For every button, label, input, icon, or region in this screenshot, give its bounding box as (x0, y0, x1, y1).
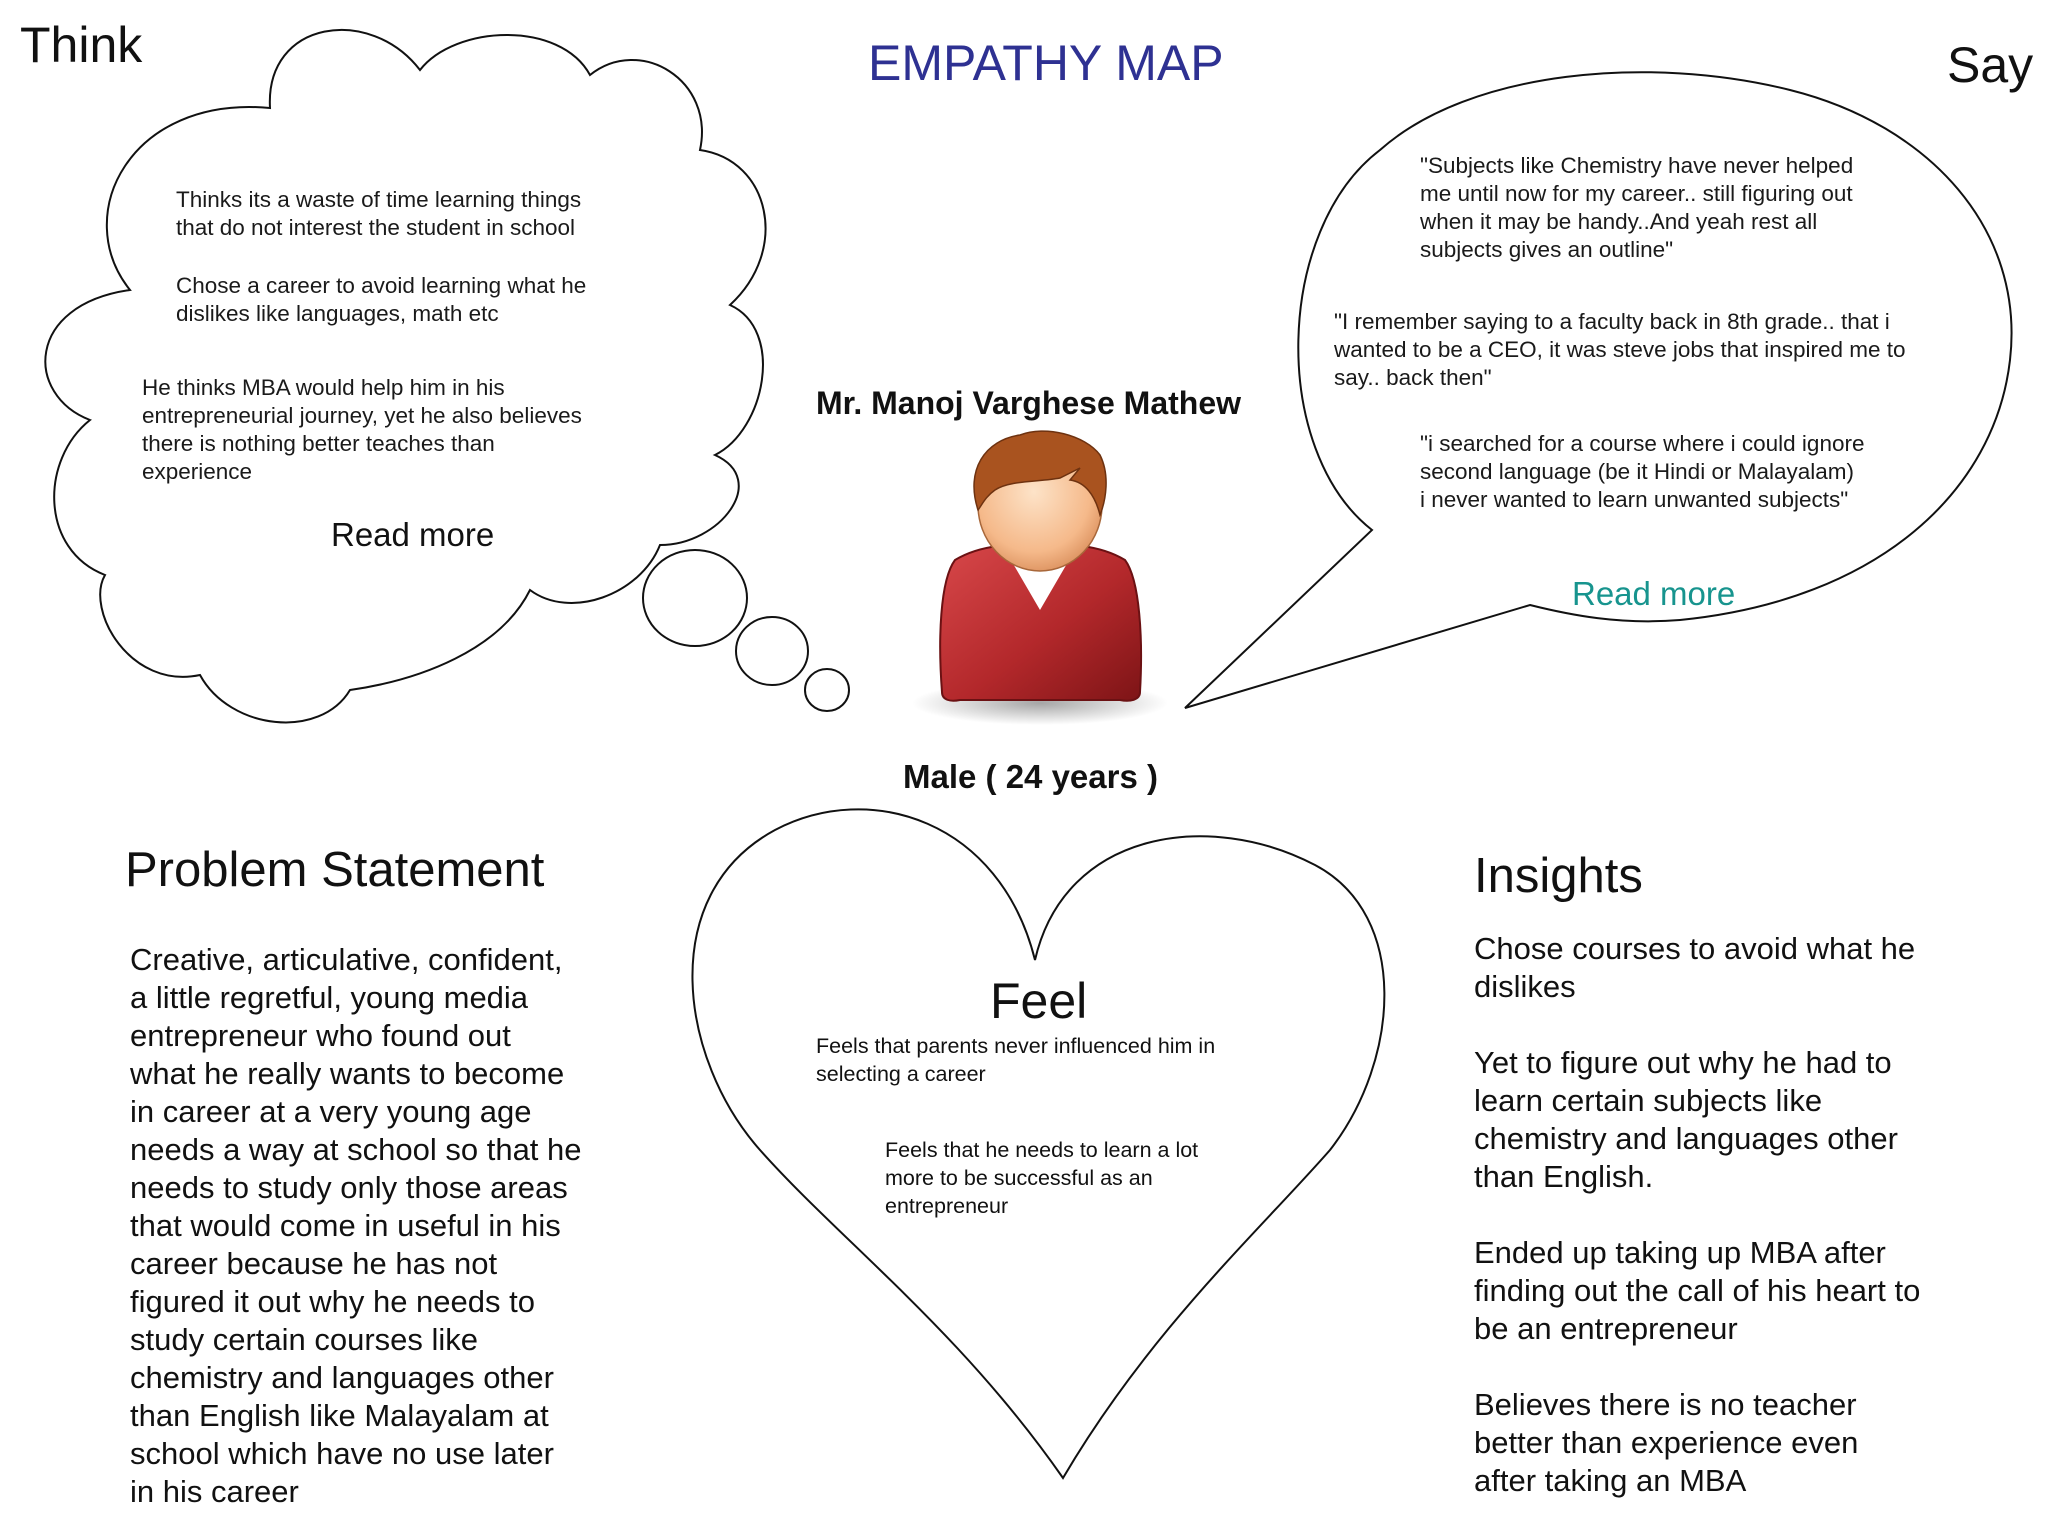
problem-statement-line: needs a way at school so that he (130, 1132, 582, 1167)
think-cloud (44, 28, 767, 724)
say-quote: "Subjects like Chemistry have never help… (1420, 153, 1854, 262)
think-item: Chose a career to avoid learning what he… (176, 273, 587, 326)
problem-statement-heading: Problem Statement (125, 843, 545, 897)
problem-statement-line: study certain courses like (130, 1322, 479, 1357)
think-item: Thinks its a waste of time learning thin… (176, 187, 582, 240)
feel-label: Feel (990, 973, 1088, 1029)
problem-statement-line: figured it out why he needs to (130, 1284, 535, 1319)
think-label: Think (20, 17, 143, 73)
persona-avatar (912, 430, 1168, 725)
feel-heart (691, 808, 1386, 1480)
say-quote: "I remember saying to a faculty back in … (1334, 309, 1906, 390)
problem-statement-line: career because he has not (130, 1246, 498, 1281)
page-title: EMPATHY MAP (868, 35, 1224, 91)
problem-statement-line: in his career (130, 1474, 299, 1509)
persona-hair (973, 430, 1107, 518)
problem-statement-line: what he really wants to become (130, 1056, 565, 1091)
problem-statement-line: in career at a very young age (130, 1094, 532, 1129)
problem-statement-line: Creative, articulative, confident, (130, 942, 563, 977)
say-label: Say (1947, 37, 2034, 93)
think-read-more-link[interactable]: Read more (331, 516, 495, 553)
problem-statement-line: entrepreneur who found out (130, 1018, 511, 1053)
persona-demographics: Male ( 24 years ) (903, 758, 1158, 795)
problem-statement-line: school which have no use later (130, 1436, 554, 1471)
problem-statement-line: that would come in useful in his (130, 1208, 561, 1243)
problem-statement-line: chemistry and languages other (130, 1360, 554, 1395)
persona-name: Mr. Manoj Varghese Mathew (816, 385, 1241, 421)
thought-bubble-large (642, 549, 748, 647)
say-read-more-link[interactable]: Read more (1572, 575, 1736, 612)
say-speech-bubble (1184, 71, 2013, 709)
thought-bubble-medium (735, 616, 809, 686)
thought-bubble-small (804, 668, 850, 712)
problem-statement-line: needs to study only those areas (130, 1170, 568, 1205)
insights-heading: Insights (1474, 849, 1643, 903)
problem-statement-line: a little regretful, young media (130, 980, 529, 1015)
problem-statement-text: Creative, articulative, confident,a litt… (130, 941, 582, 1511)
say-quote: "i searched for a course where i could i… (1420, 431, 1865, 512)
feel-item: Feels that parents never influenced him … (816, 1034, 1216, 1086)
problem-statement-line: than English like Malayalam at (130, 1398, 549, 1433)
